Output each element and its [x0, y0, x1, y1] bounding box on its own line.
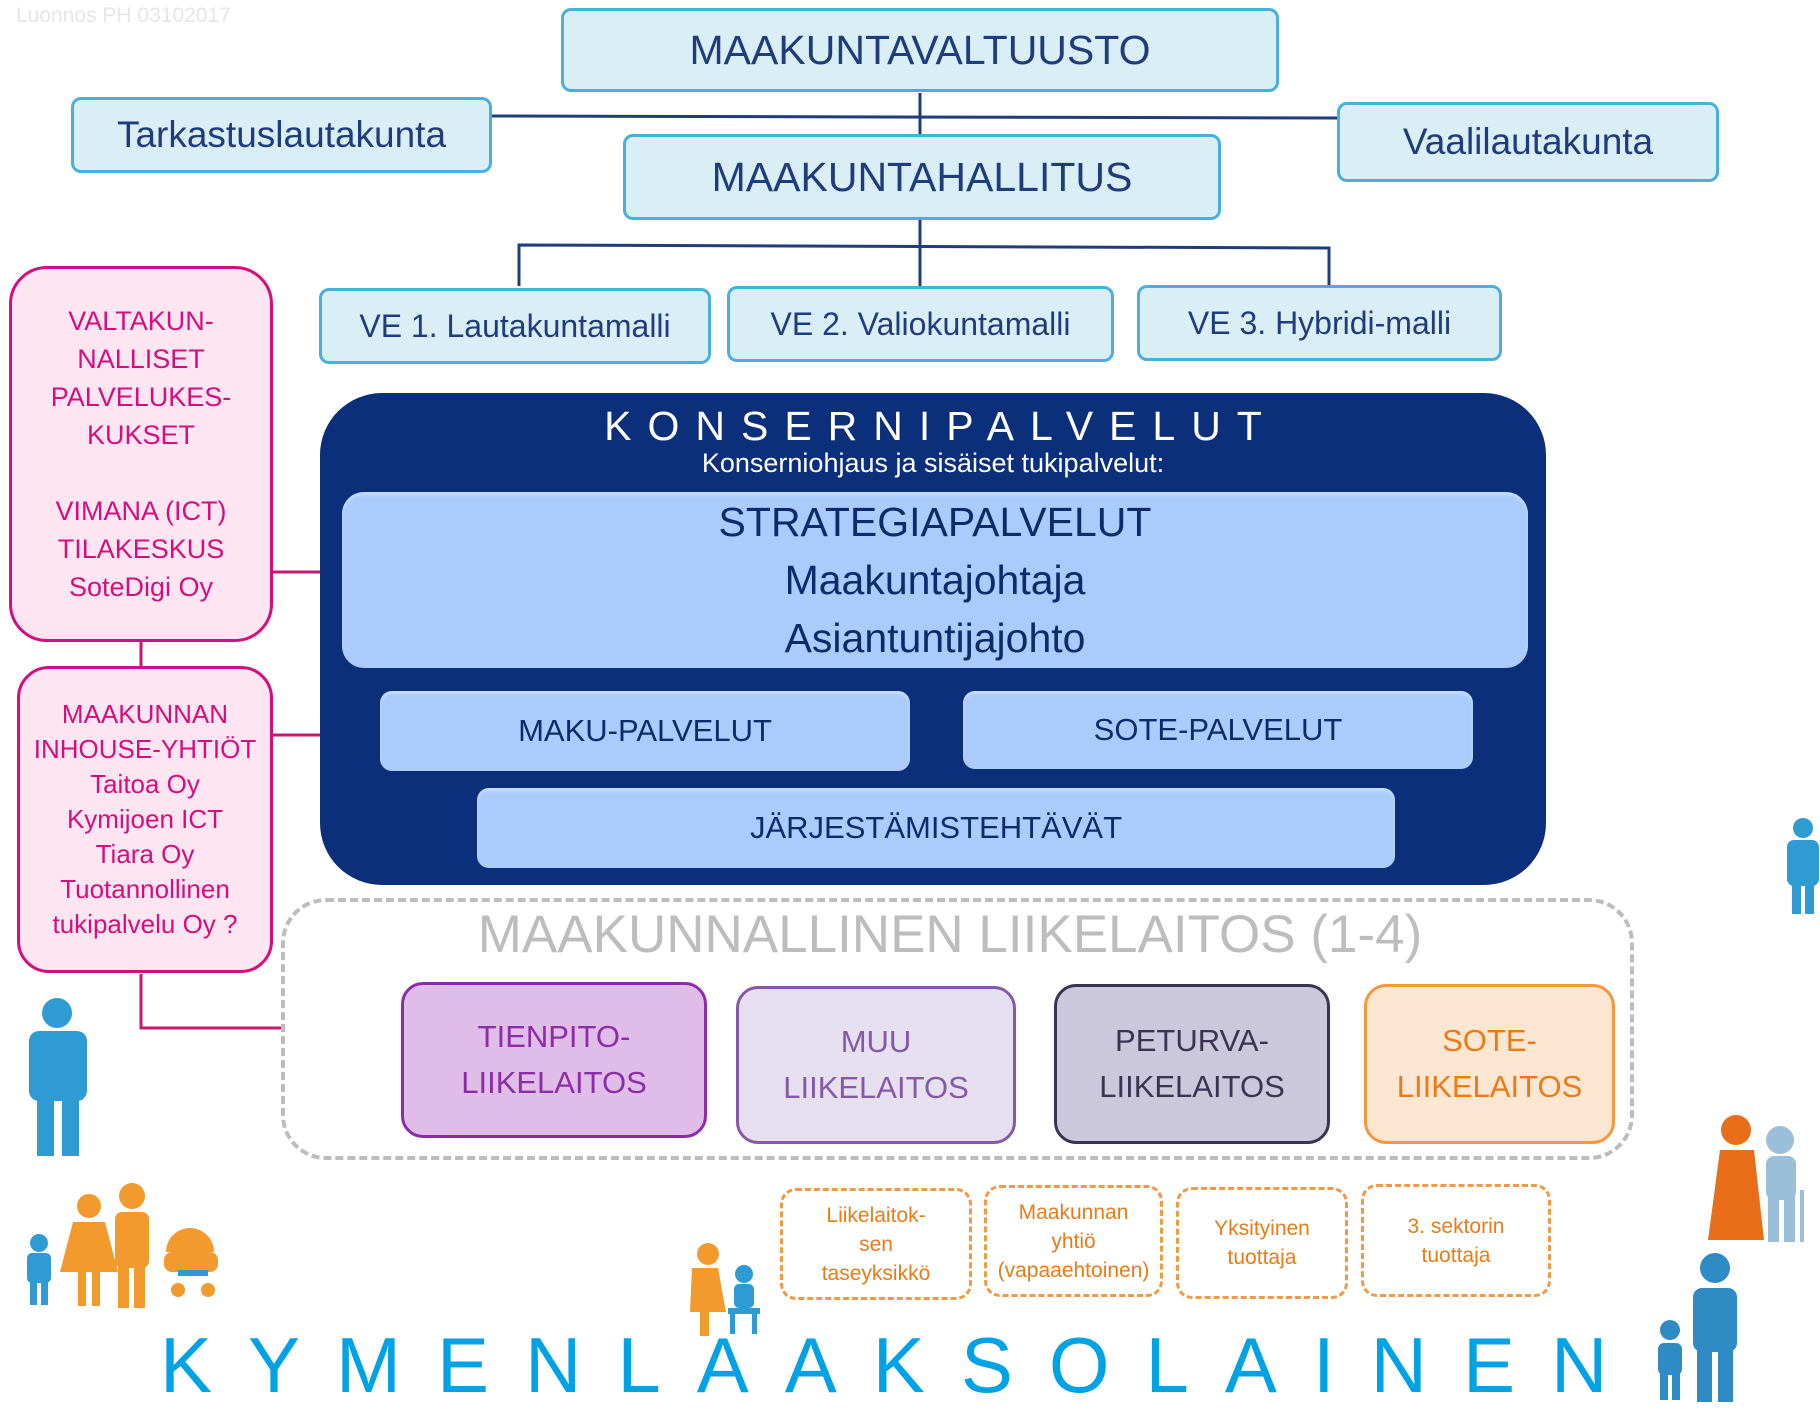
konserni-title: KONSERNIPALVELUT: [604, 403, 1278, 449]
model-label-1: VE 1. Lautakuntamalli: [359, 307, 671, 344]
national-line: SoteDigi Oy: [68, 572, 214, 602]
tarkastuslautakunta-label: Tarkastuslautakunta: [116, 114, 447, 155]
sote-palvelut-box: SOTE-PALVELUT: [963, 691, 1473, 769]
strategy-line: STRATEGIAPALVELUT: [718, 499, 1152, 545]
sote-liikelaitos-box: SOTE- LIIKELAITOS: [1364, 984, 1615, 1144]
tienpito-line: TIENPITO-: [477, 1019, 631, 1054]
draft-note: Luonnos PH 03102017: [16, 4, 231, 27]
model-label-2: VE 2. Valiokuntamalli: [770, 305, 1071, 342]
model-box-2: VE 2. Valiokuntamalli: [727, 286, 1114, 362]
inhouse-line: MAAKUNNAN: [61, 699, 229, 729]
tienpito-line: LIIKELAITOS: [461, 1065, 647, 1100]
muu-liikelaitos-box: MUU LIIKELAITOS: [736, 986, 1016, 1144]
konserni-subtitle: Konserniohjaus ja sisäiset tukipalvelut:: [701, 448, 1165, 478]
producer-box-4: 3. sektorin tuottaja: [1361, 1184, 1551, 1297]
model-box-3: VE 3. Hybridi-malli: [1137, 285, 1502, 361]
national-line: NALLISET: [77, 344, 205, 374]
producer-line: yhtiö: [1051, 1229, 1096, 1253]
national-line: TILAKESKUS: [57, 534, 225, 564]
model-label-3: VE 3. Hybridi-malli: [1187, 304, 1452, 341]
national-services-box: VALTAKUN- NALLISET PALVELUKES- KUKSET VI…: [9, 266, 273, 642]
producer-line: 3. sektorin: [1407, 1214, 1505, 1238]
producer-box-2: Maakunnan yhtiö (vapaaehtoinen): [984, 1185, 1163, 1297]
national-line: KUKSET: [86, 420, 196, 450]
konsernipalvelut-panel: KONSERNIPALVELUT Konserniohjaus ja sisäi…: [320, 393, 1546, 885]
maakuntavaltuusto-box: MAAKUNTAVALTUUSTO: [561, 8, 1279, 92]
vaalilautakunta-label: Vaalilautakunta: [1402, 121, 1654, 162]
peturva-line: PETURVA-: [1115, 1023, 1269, 1058]
sote-liik-line: SOTE-: [1442, 1023, 1537, 1058]
inhouse-line: Kymijoen ICT: [66, 804, 224, 834]
peturva-line: LIIKELAITOS: [1099, 1069, 1285, 1104]
strategiapalvelut-box: STRATEGIAPALVELUT Maakuntajohtaja Asiant…: [342, 492, 1528, 668]
inhouse-line: Taitoa Oy: [90, 769, 200, 799]
producer-line: Yksityinen: [1214, 1217, 1310, 1240]
producer-line: tuottaja: [1421, 1243, 1491, 1267]
producer-box-1: Liikelaitok- sen taseyksikkö: [780, 1188, 972, 1300]
producer-box-3: Yksityinen tuottaja: [1176, 1187, 1348, 1299]
national-line: VALTAKUN-: [68, 306, 214, 336]
producer-line: sen: [859, 1232, 893, 1256]
strategy-line: Asiantuntijajohto: [784, 615, 1086, 661]
producer-line: taseyksikkö: [821, 1261, 931, 1285]
inhouse-line: tukipalvelu Oy ?: [52, 909, 238, 939]
sote-liik-line: LIIKELAITOS: [1396, 1069, 1583, 1104]
national-line: PALVELUKES-: [50, 382, 232, 412]
strategy-line: Maakuntajohtaja: [784, 557, 1086, 603]
inhouse-companies-box: MAAKUNNAN INHOUSE-YHTIÖT Taitoa Oy Kymij…: [17, 666, 273, 973]
inhouse-line: Tiara Oy: [95, 839, 195, 869]
peturva-liikelaitos-box: PETURVA- LIIKELAITOS: [1054, 984, 1330, 1144]
vaalilautakunta-box: Vaalilautakunta: [1337, 102, 1719, 182]
jarjestamistehtavat-label: JÄRJESTÄMISTEHTÄVÄT: [749, 810, 1123, 845]
kymenlaaksolainen-title: KYMENLAAKSOLAINEN: [160, 1321, 1644, 1409]
maakuntahallitus-box: MAAKUNTAHALLITUS: [623, 134, 1221, 220]
muu-line: MUU: [840, 1024, 912, 1059]
producer-line: Maakunnan: [1018, 1200, 1129, 1224]
muu-line: LIIKELAITOS: [783, 1070, 969, 1105]
sote-palvelut-label: SOTE-PALVELUT: [1093, 712, 1343, 747]
model-box-1: VE 1. Lautakuntamalli: [319, 288, 711, 364]
liikelaitos-title: MAAKUNNALLINEN LIIKELAITOS (1-4): [440, 904, 1460, 965]
jarjestamistehtavat-box: JÄRJESTÄMISTEHTÄVÄT: [477, 788, 1395, 868]
producer-line: Liikelaitok-: [826, 1203, 926, 1227]
maku-palvelut-box: MAKU-PALVELUT: [380, 691, 910, 771]
tienpito-liikelaitos-box: TIENPITO- LIIKELAITOS: [401, 982, 707, 1138]
maakuntavaltuusto-label: MAAKUNTAVALTUUSTO: [689, 26, 1151, 73]
tarkastuslautakunta-box: Tarkastuslautakunta: [71, 97, 492, 173]
producer-line: (vapaaehtoinen): [997, 1258, 1150, 1282]
national-line: VIMANA (ICT): [55, 496, 227, 526]
inhouse-line: Tuotannollinen: [60, 874, 230, 904]
inhouse-line: INHOUSE-YHTIÖT: [33, 734, 257, 764]
maakuntahallitus-label: MAAKUNTAHALLITUS: [711, 153, 1133, 200]
maku-palvelut-label: MAKU-PALVELUT: [518, 713, 772, 748]
producer-line: tuottaja: [1227, 1246, 1297, 1269]
